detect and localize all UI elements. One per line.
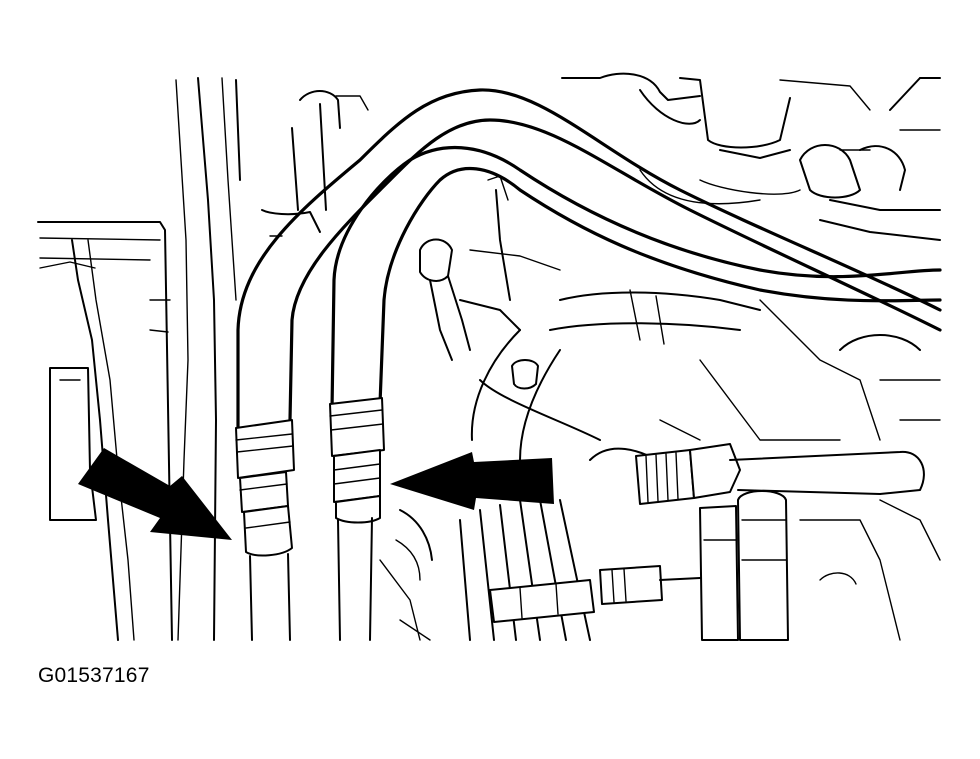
right-hose-fitting <box>329 397 385 641</box>
left-hose-fitting <box>235 419 295 641</box>
arrow-pointing-left-icon <box>390 452 554 510</box>
mid-ground-components <box>419 175 941 461</box>
cooler-line-inner <box>330 145 942 412</box>
figure-id-label: G01537167 <box>38 664 150 687</box>
wiring-connector <box>589 443 925 641</box>
cooler-line-outer <box>236 88 942 432</box>
left-body-panel <box>37 77 241 641</box>
engine-bay-illustration <box>37 72 942 641</box>
arrow-pointing-down-right-icon <box>78 448 232 540</box>
upper-background-hoses <box>261 72 941 241</box>
lower-harness-bundle <box>379 499 941 641</box>
